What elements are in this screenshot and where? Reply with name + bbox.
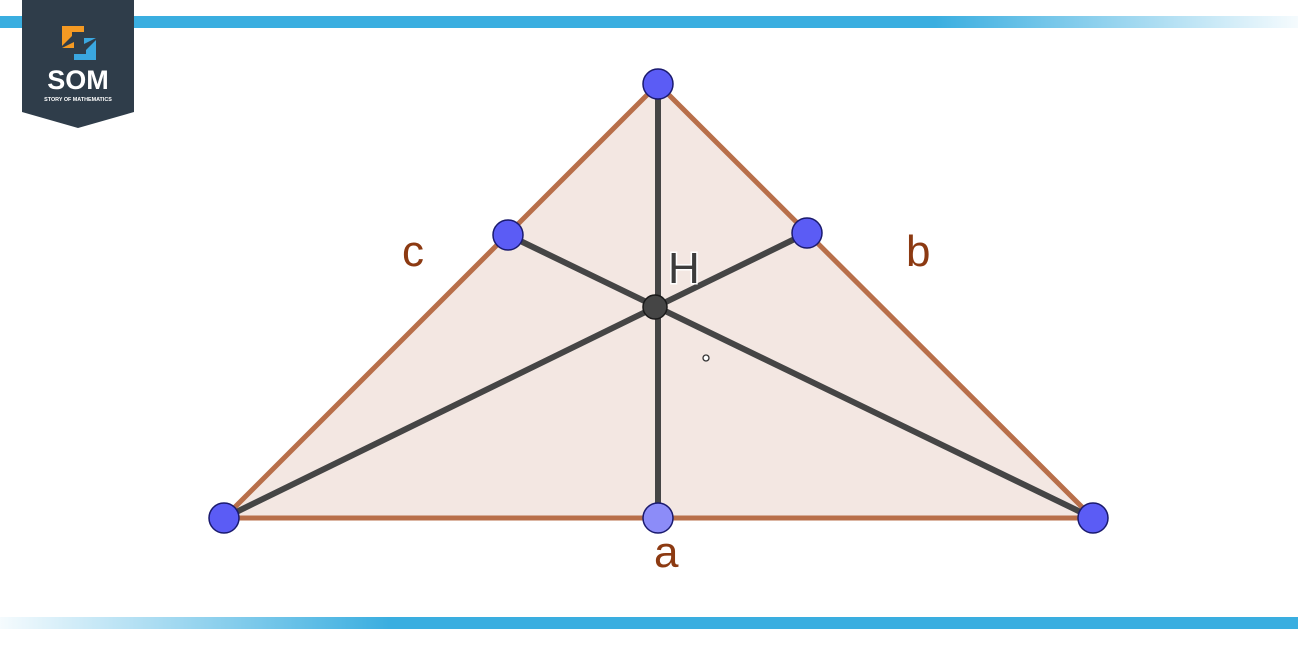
bottom-stripe xyxy=(0,617,1298,629)
orthocenter-point xyxy=(642,294,668,320)
orthocenter-label: H xyxy=(668,244,700,293)
logo-text: SOM xyxy=(47,65,109,95)
logo-mark-icon xyxy=(62,26,96,60)
som-logo: SOM STORY OF MATHEMATICS xyxy=(22,0,134,128)
side-label-b: b xyxy=(906,227,930,276)
logo-badge xyxy=(22,0,134,128)
vertex-left xyxy=(208,502,240,534)
logo-subtext: STORY OF MATHEMATICS xyxy=(44,97,112,103)
vertex-right xyxy=(1077,502,1109,534)
altitude-foot-on-side-a xyxy=(642,502,674,534)
altitude-from-right-vertex xyxy=(506,232,1095,521)
top-stripe xyxy=(0,16,1298,28)
side-label-c: c xyxy=(402,227,424,276)
side-c-edge xyxy=(222,82,660,520)
altitude-foot-on-side-c xyxy=(492,219,524,251)
stray-dot xyxy=(702,354,710,362)
vertex-top xyxy=(642,68,674,100)
side-label-a: a xyxy=(654,528,679,577)
altitude-foot-on-side-b xyxy=(791,217,823,249)
side-b-edge xyxy=(656,82,1095,520)
altitude-from-left-vertex xyxy=(222,230,809,521)
